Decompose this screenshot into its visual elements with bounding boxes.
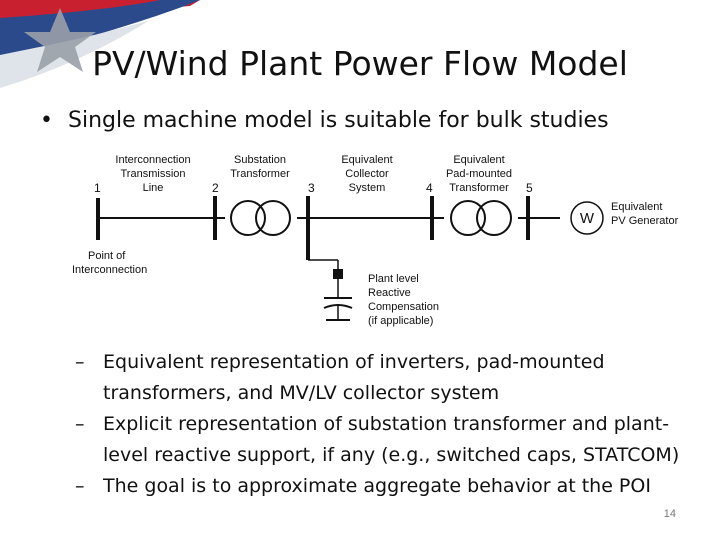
svg-text:Collector: Collector [345,168,389,180]
svg-text:PV Generator: PV Generator [611,215,679,227]
bus-number-1: 1 [94,181,101,195]
flag-logo [0,0,200,88]
svg-text:Interconnection: Interconnection [115,154,190,166]
sub-bullet-3: –The goal is to approximate aggregate be… [75,471,705,502]
bullet-marker: • [40,108,53,133]
sub-bullet-text: Equivalent representation of inverters, … [103,351,605,404]
dash-marker: – [75,351,85,373]
sub-bullet-list: –Equivalent representation of inverters,… [75,347,705,502]
svg-text:Plant level: Plant level [368,273,419,285]
generator-label: Equivalent PV Generator [611,201,679,227]
svg-text:Equivalent: Equivalent [611,201,662,213]
svg-text:Point of: Point of [88,250,126,262]
compensation-label: Plant level Reactive Compensation (if ap… [368,273,439,327]
collector-system-label: Equivalent Collector System [341,154,392,194]
star-icon [24,8,96,72]
svg-text:Transmission: Transmission [121,168,186,180]
svg-text:Reactive: Reactive [368,287,411,299]
bus-number-5: 5 [526,181,533,195]
sub-bullet-1: –Equivalent representation of inverters,… [75,347,705,409]
page-number: 14 [663,508,676,520]
sub-bullet-text: The goal is to approximate aggregate beh… [103,475,651,497]
compensation-branch [308,259,353,321]
dash-marker: – [75,475,85,497]
interconnection-line-label: Interconnection Transmission Line [115,154,190,194]
substation-transformer-label: Substation Transformer [230,154,290,180]
main-bullet-text: Single machine model is suitable for bul… [68,108,609,133]
bus-number-2: 2 [212,181,219,195]
svg-text:Line: Line [143,182,164,194]
substation-transformer-symbol [225,200,297,236]
sub-bullet-text: Explicit representation of substation tr… [103,413,680,466]
power-flow-diagram: W 1 2 3 4 5 Interconnection Transmission… [72,154,679,327]
generator-symbol: W [570,201,604,235]
svg-text:Transformer: Transformer [449,182,509,194]
svg-text:Pad-mounted: Pad-mounted [446,168,512,180]
svg-text:Substation: Substation [234,154,286,166]
bus-number-3: 3 [308,181,315,195]
main-bullet: • Single machine model is suitable for bu… [40,108,609,133]
svg-text:Compensation: Compensation [368,301,439,313]
slide-title: PV/Wind Plant Power Flow Model [92,44,628,83]
poi-label: Point of Interconnection [72,250,147,276]
breaker-symbol [333,269,343,279]
svg-text:(if applicable): (if applicable) [368,315,433,327]
svg-text:Transformer: Transformer [230,168,290,180]
padmount-transformer-label: Equivalent Pad-mounted Transformer [446,154,512,194]
sub-bullet-2: –Explicit representation of substation t… [75,409,705,471]
dash-marker: – [75,413,85,435]
bus-number-4: 4 [426,181,433,195]
svg-text:Equivalent: Equivalent [341,154,392,166]
svg-text:Equivalent: Equivalent [453,154,504,166]
padmount-transformer-symbol [444,200,518,236]
svg-text:System: System [349,182,386,194]
svg-text:Interconnection: Interconnection [72,264,147,276]
generator-glyph: W [580,210,595,227]
